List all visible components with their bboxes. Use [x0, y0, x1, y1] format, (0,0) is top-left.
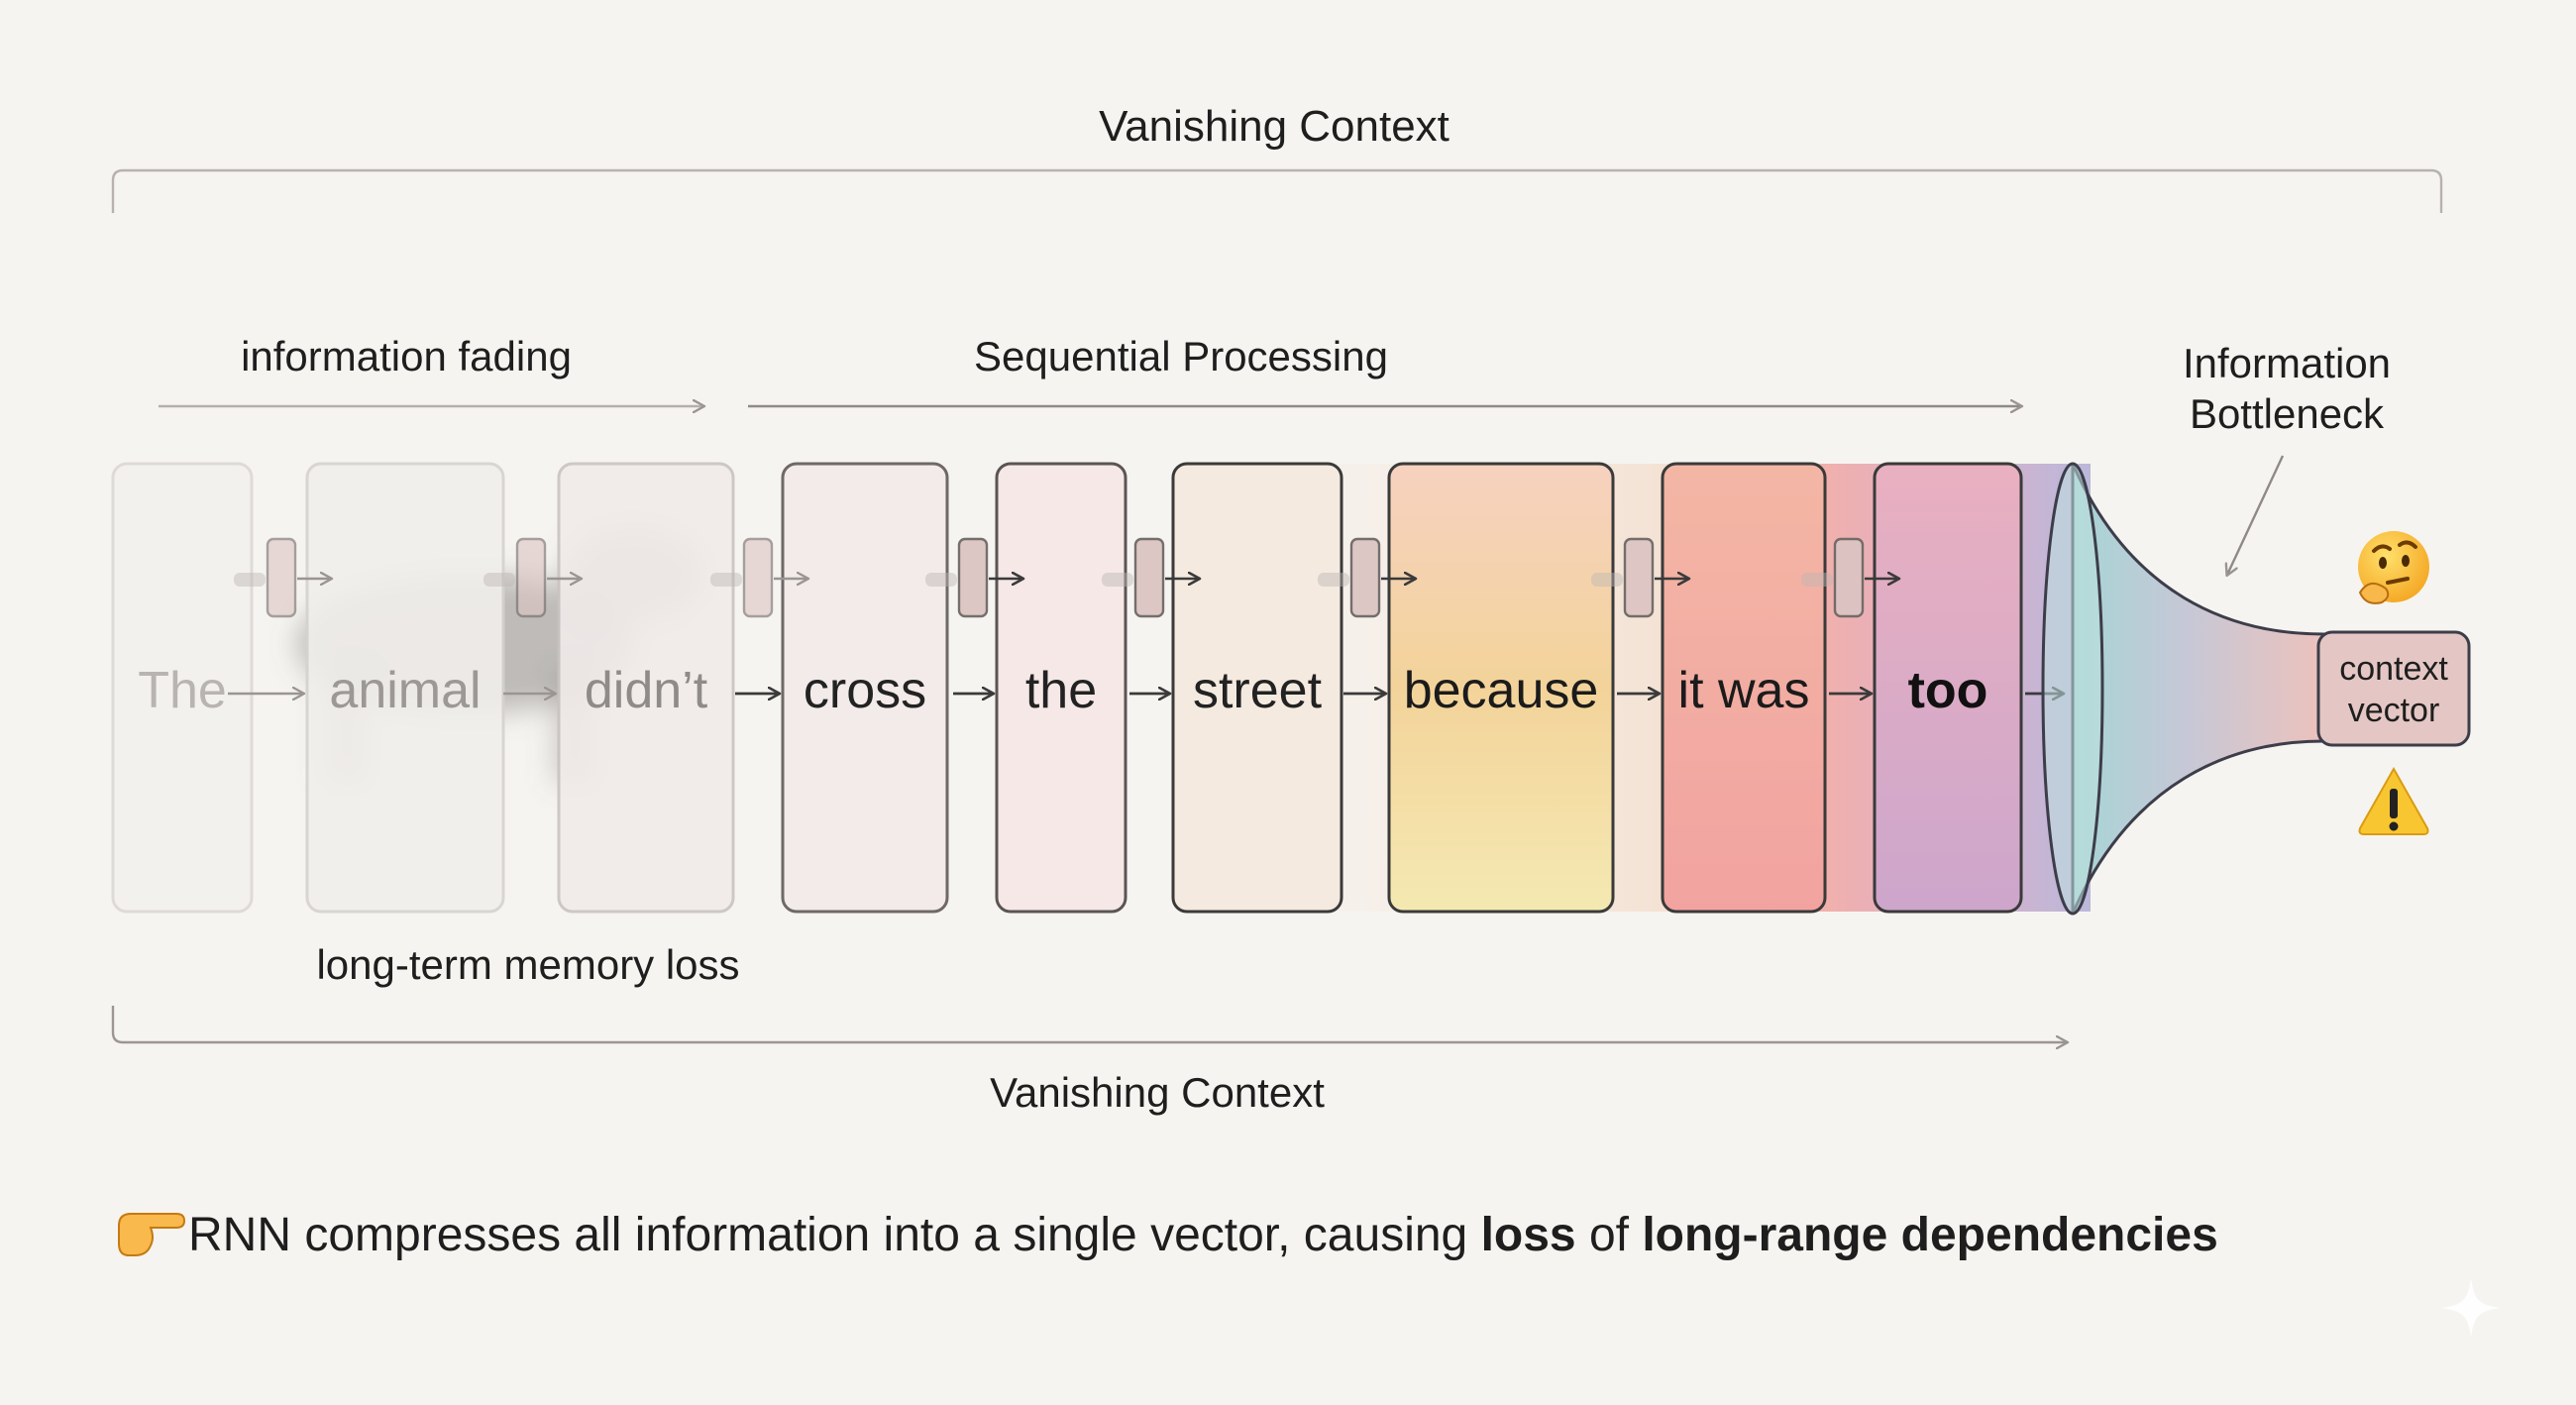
token-label: animal: [329, 662, 481, 719]
top-bracket-label: Vanishing Context: [1099, 102, 1449, 151]
hidden-state-trail: [1591, 573, 1623, 587]
token-cell: [995, 462, 1127, 914]
token-cells: The animal didn’t cross the street because it w…: [111, 462, 2312, 914]
token-cell: [1873, 462, 2023, 914]
hidden-state-block: [1349, 537, 1381, 618]
caption-bold-loss: loss: [1481, 1209, 1576, 1261]
bottleneck-label-line1: Information: [2183, 340, 2391, 386]
warning-icon: [2358, 766, 2429, 835]
token-label: street: [1193, 662, 1323, 719]
context-vector-line1: context: [2339, 650, 2448, 688]
hidden-state-block: [1833, 537, 1865, 618]
sparkle-watermark-icon: [2441, 1278, 2501, 1338]
memory-loss-label: long-term memory loss: [316, 941, 739, 988]
pointing-hand-icon: [118, 1213, 186, 1256]
hidden-state-block: [742, 537, 774, 618]
thinking-face-icon: [2358, 531, 2429, 604]
hidden-state-block: [266, 537, 297, 618]
bottom-bracket: [111, 1006, 2067, 1042]
hidden-state-trail: [1801, 573, 1833, 587]
hidden-state-block: [515, 537, 547, 618]
token-cell: [557, 462, 735, 914]
bottom-bracket-label: Vanishing Context: [990, 1069, 1325, 1116]
caption-part2: of: [1576, 1209, 1643, 1261]
hidden-state-trail: [925, 573, 957, 587]
caption-part1: RNN compresses all information into a si…: [188, 1209, 1481, 1261]
sequential-processing-label: Sequential Processing: [974, 333, 1388, 379]
token-label: it was: [1678, 662, 1810, 719]
hidden-state-block: [1623, 537, 1655, 618]
token-label: didn’t: [585, 662, 708, 719]
token-label: because: [1404, 662, 1599, 719]
bottleneck-funnel: [2041, 462, 2325, 916]
top-bracket: [111, 168, 2443, 213]
token-label: too: [1908, 662, 1988, 719]
context-vector-box: context vector: [2316, 630, 2471, 747]
token-cell: [1387, 462, 1615, 914]
hidden-state-block: [957, 537, 989, 618]
hidden-state-trail: [710, 573, 742, 587]
hidden-state-trail: [483, 573, 515, 587]
token-cell: [305, 462, 505, 914]
caption-bold-dependencies: long-range dependencies: [1642, 1209, 2217, 1261]
context-vector-line2: vector: [2348, 692, 2440, 729]
caption: RNN compresses all information into a si…: [188, 1209, 2218, 1261]
hidden-state-trail: [1102, 573, 1133, 587]
token-label: the: [1025, 662, 1097, 719]
token-cell: [1661, 462, 1827, 914]
token-cell: [111, 462, 254, 914]
hidden-state-trail: [234, 573, 266, 587]
bottleneck-label-line2: Bottleneck: [2190, 390, 2385, 437]
token-label: cross: [804, 662, 926, 719]
information-fading-label: information fading: [241, 333, 572, 379]
hidden-state-block: [1133, 537, 1165, 618]
token-label: The: [138, 662, 227, 719]
hidden-state-trail: [1318, 573, 1349, 587]
token-cell: [1171, 462, 1343, 914]
token-cell: [781, 462, 949, 914]
bottleneck-pointer-arrow: [2227, 455, 2285, 575]
